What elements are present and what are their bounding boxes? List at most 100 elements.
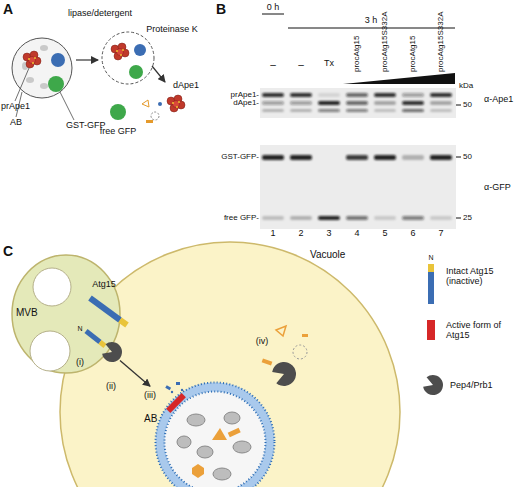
panel-a-schematic-part <box>142 100 149 107</box>
panel-c-illustration-part <box>276 326 286 336</box>
compartment-label: MVB <box>16 307 38 318</box>
antibody-label: α-Ape1 <box>484 95 513 105</box>
legend-icons <box>421 264 445 398</box>
panel-a-schematic-part <box>26 77 34 83</box>
blot-band <box>262 101 284 105</box>
blot-band <box>402 101 424 105</box>
protein-label: dApe1 <box>173 81 199 91</box>
panel-a-schematic-part <box>60 92 74 120</box>
panel-c-illustration-part <box>166 393 186 413</box>
blot-band <box>374 93 396 97</box>
panel-a-schematic-part <box>76 59 98 60</box>
lane-number: 6 <box>410 229 415 239</box>
lane-label: Tx <box>324 59 334 69</box>
lane-label: procAtg15S332A <box>437 12 446 73</box>
transport-arrow <box>120 360 150 386</box>
panel-a-schematic-part <box>152 66 165 82</box>
blot-band <box>430 93 452 97</box>
treatment-label: Proteinase K <box>146 25 198 35</box>
panel-a-schematic-part <box>111 43 129 60</box>
panel-c-illustration-part <box>228 428 241 438</box>
panel-a-schematic-part <box>158 102 162 106</box>
marker-size: 50 <box>463 153 472 162</box>
blot-panel-part <box>343 73 455 84</box>
panel-c-illustration-part <box>181 389 183 391</box>
panel-a-schematic <box>12 32 185 123</box>
panel-c-illustration-part <box>86 331 100 342</box>
time-label: 3 h <box>365 16 378 26</box>
panel-a-schematic-part <box>129 65 143 79</box>
lane-number: 1 <box>270 229 275 239</box>
blot-panel-part <box>260 88 456 118</box>
protein-label: GST-GFP <box>66 121 106 131</box>
blot-panel-part <box>288 28 455 29</box>
panel-a-schematic-part <box>16 92 22 117</box>
blot-band <box>346 109 368 112</box>
compartment-label: AB <box>144 413 157 424</box>
panel-a-schematic-part <box>110 104 126 120</box>
blot-band <box>402 216 424 220</box>
blot-band <box>318 93 340 97</box>
panel-a-schematic-part <box>48 76 64 92</box>
panel-a-schematic-part <box>134 44 146 56</box>
ab-membrane-dots <box>156 383 275 487</box>
treatment-label: lipase/detergent <box>68 9 132 19</box>
panel-c-illustration-part <box>293 345 307 359</box>
panel-a-schematic-part <box>151 112 159 120</box>
antibody-label: α-GFP <box>484 183 511 193</box>
panel-letter: B <box>216 2 226 17</box>
blot-panel-part <box>262 93 452 220</box>
lane-label: – <box>298 59 304 70</box>
legend-text: Pep4/Prb1 <box>450 380 518 390</box>
band-label: prApe1- <box>231 91 259 100</box>
blot-band <box>374 109 396 112</box>
lane-number: 4 <box>354 229 359 239</box>
panel-a-schematic-part <box>40 83 48 89</box>
blot-band <box>430 155 452 160</box>
blot-band <box>374 155 396 160</box>
lane-number: 5 <box>382 229 387 239</box>
marker-size: 25 <box>463 214 472 223</box>
lane-label: procAtg15S332A <box>381 12 390 73</box>
blot-band <box>374 101 396 105</box>
panel-c-illustration-part <box>177 436 191 448</box>
panel-a-schematic-part <box>15 68 29 101</box>
panel-a-schematic-part <box>146 120 153 123</box>
vacuole-membrane <box>60 242 400 487</box>
blot-band <box>318 216 340 220</box>
lane-number: 7 <box>438 229 443 239</box>
panel-c-illustration <box>30 268 308 480</box>
band-label: free GFP- <box>224 214 259 223</box>
blot-band <box>402 93 424 97</box>
panel-a-schematic-part <box>167 95 185 112</box>
blot-band <box>262 109 284 112</box>
panel-c-illustration-part <box>302 334 308 337</box>
protein-label: free GFP <box>100 127 137 137</box>
blot-band <box>430 109 452 112</box>
panel-letter: C <box>3 244 13 259</box>
panel-c-illustration-part <box>192 464 204 478</box>
panel-c-illustration-part <box>197 446 213 458</box>
structure-label: AB <box>10 118 22 128</box>
blot-band <box>346 101 368 105</box>
blot-band <box>346 216 368 220</box>
blot-band <box>262 155 284 160</box>
blot-band <box>318 101 340 105</box>
lane-number: 3 <box>326 229 331 239</box>
panel-c-illustration-part <box>213 468 231 480</box>
protein-label: prApe1 <box>1 102 30 112</box>
terminus-label: N <box>428 254 433 262</box>
lane-label: procAtg15 <box>409 36 418 72</box>
vacuole-compartment: VacuoleAB <box>60 242 400 487</box>
blot-band <box>346 155 368 160</box>
lane-number: 2 <box>298 229 303 239</box>
lane-label: procAtg15 <box>353 36 362 72</box>
panel-c-illustration-part <box>33 268 71 306</box>
legend-icons-part <box>421 373 445 398</box>
band-label: GST-GFP- <box>221 153 259 162</box>
panel-c-illustration-part <box>270 359 299 389</box>
panel-c-illustration-part <box>120 320 127 325</box>
